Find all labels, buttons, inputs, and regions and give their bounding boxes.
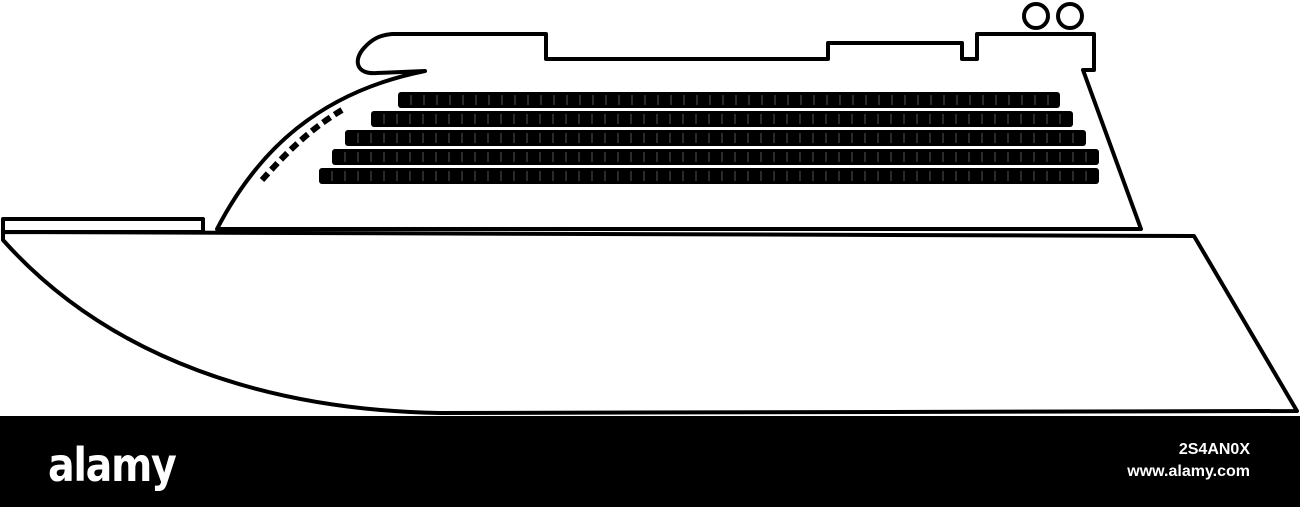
ship-rear-deck bbox=[1, 217, 205, 234]
bow-dashes bbox=[259, 107, 344, 183]
window-row-1 bbox=[398, 92, 1060, 108]
cruise-ship-illustration bbox=[1, 2, 1299, 415]
window-row-4 bbox=[332, 149, 1099, 165]
ship-hull bbox=[1, 230, 1299, 415]
funnel-right bbox=[1056, 2, 1084, 30]
window-row-3 bbox=[345, 130, 1086, 146]
image-id: 2S4AN0X bbox=[1178, 441, 1250, 458]
funnel-left bbox=[1022, 2, 1050, 30]
watermark-bar: alamy 2S4AN0X www.alamy.com bbox=[0, 416, 1300, 507]
site-url: www.alamy.com bbox=[1127, 463, 1250, 480]
window-rows bbox=[319, 92, 1099, 184]
brand-logo: alamy bbox=[48, 438, 177, 492]
